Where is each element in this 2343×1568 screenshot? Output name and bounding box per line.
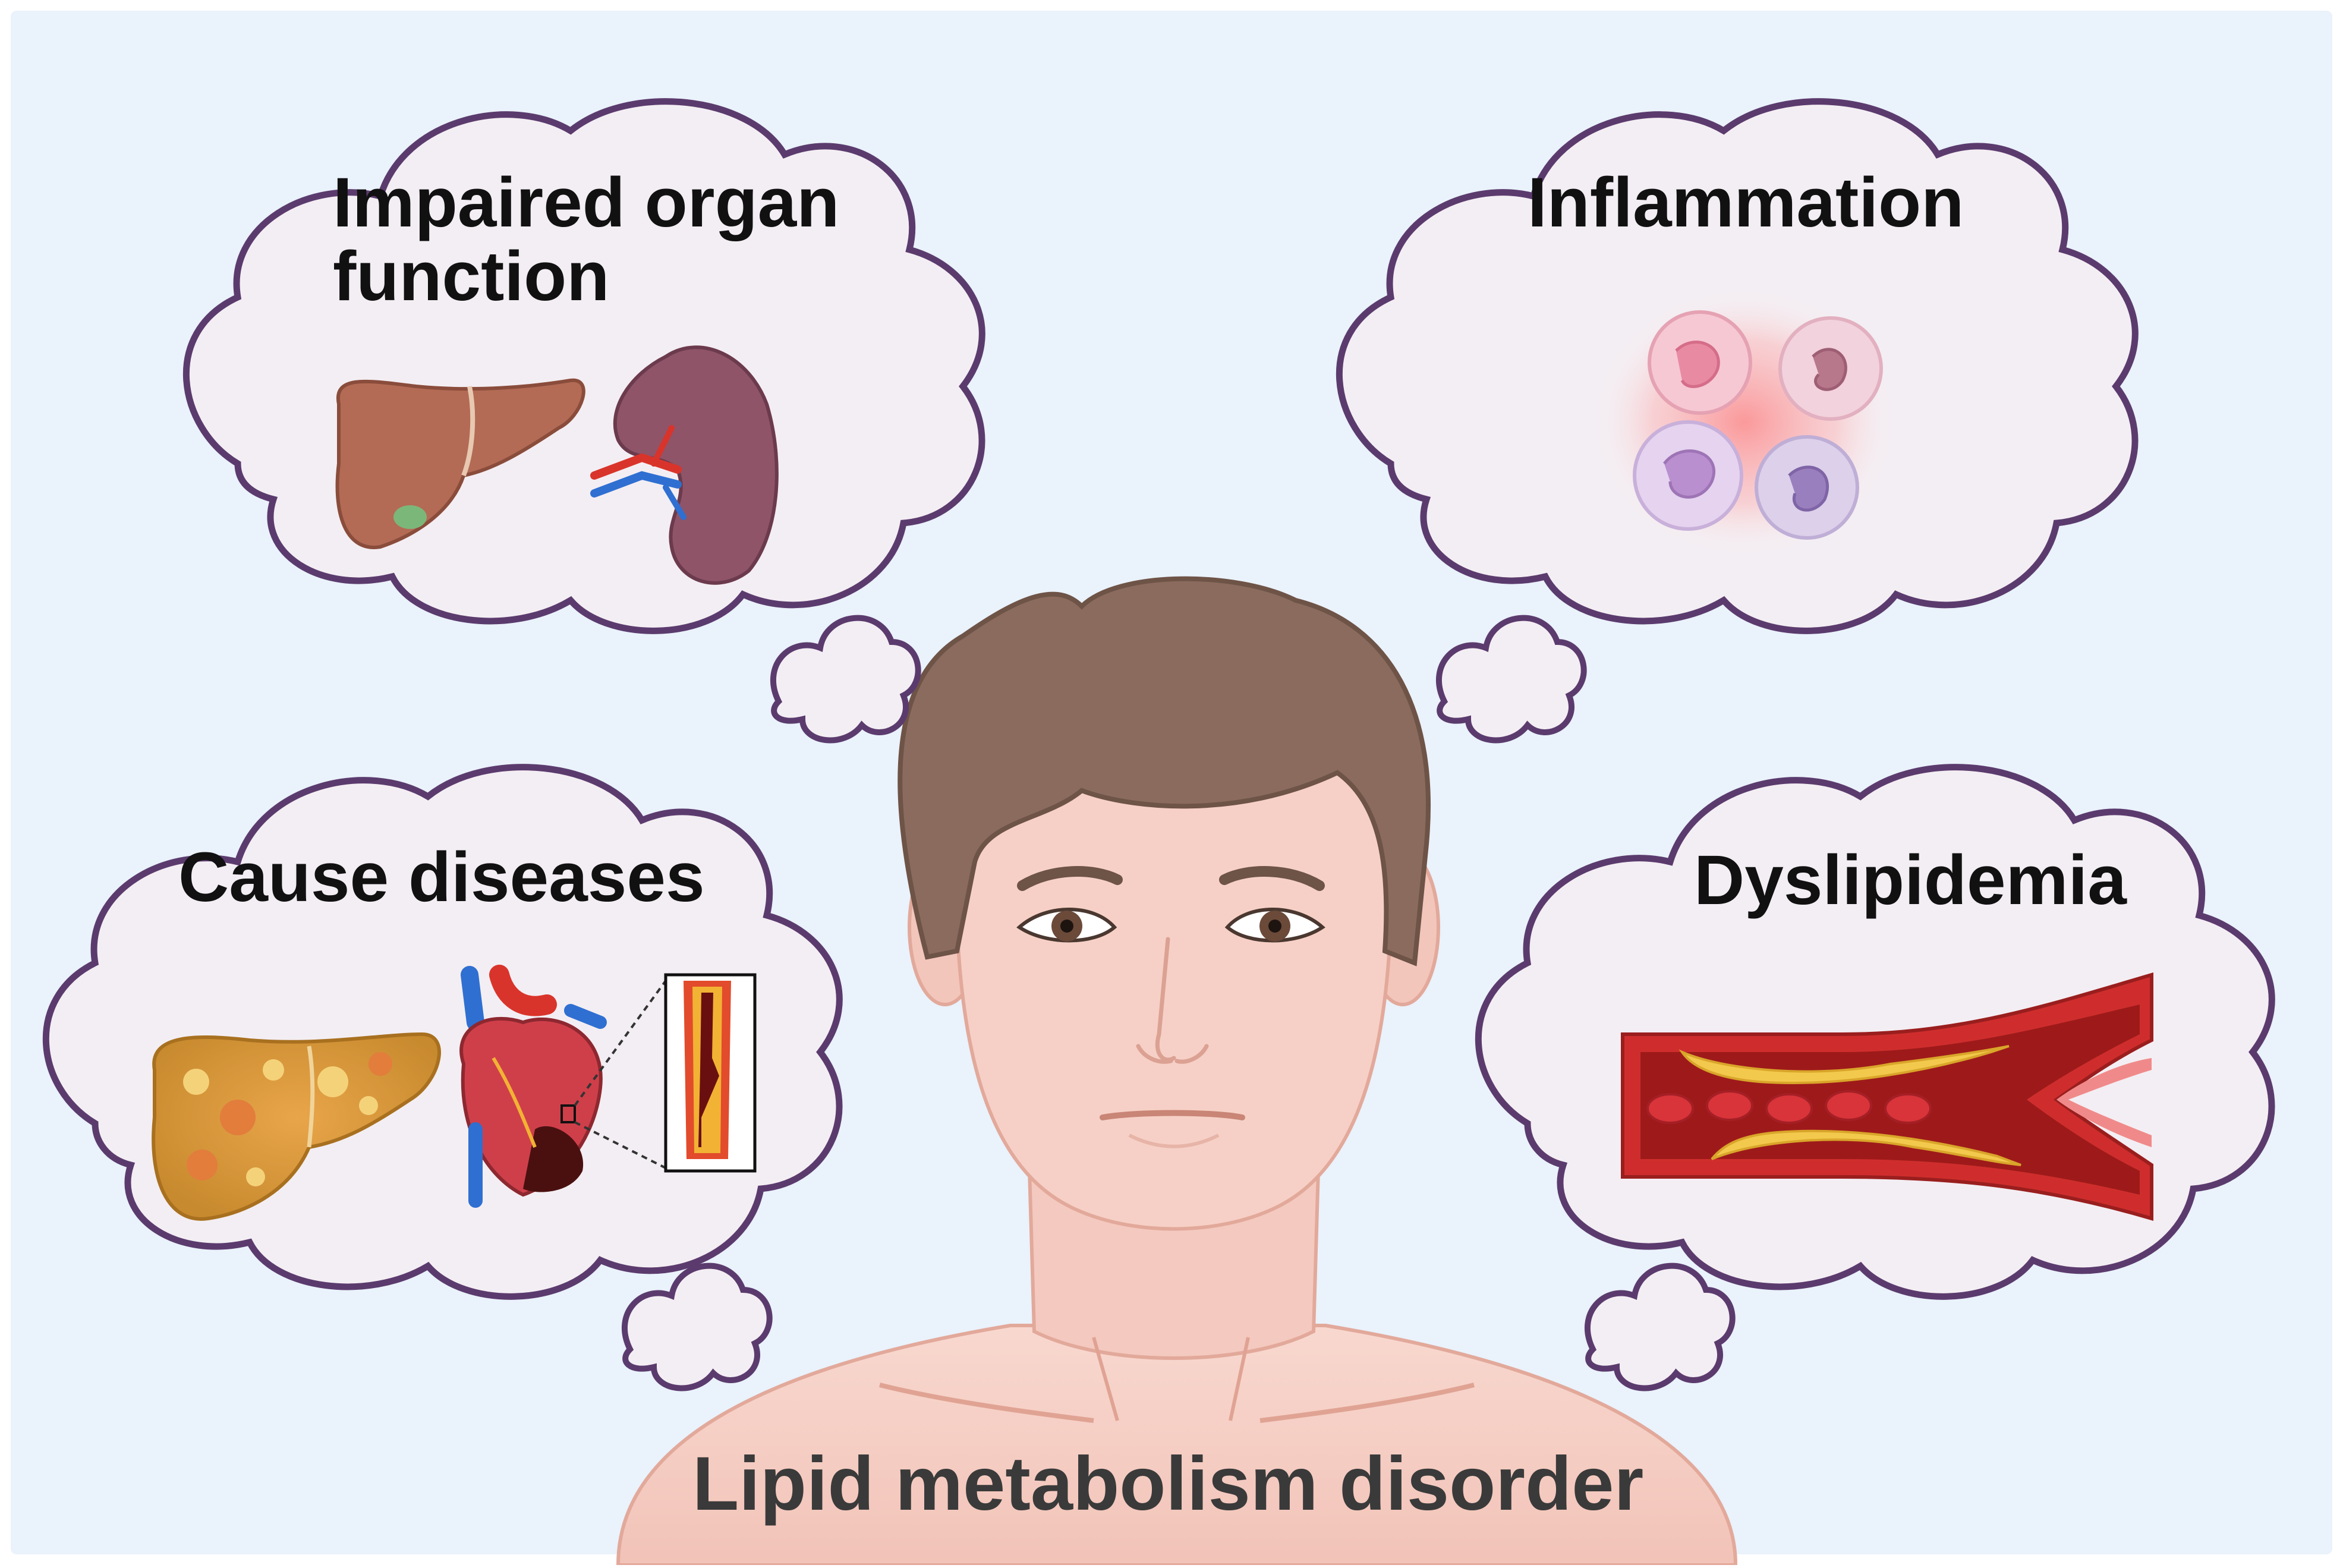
collarbone-right	[1259, 1383, 1475, 1423]
shoulders	[616, 1324, 1738, 1567]
thought-bubbles-small	[621, 615, 1736, 1391]
bubble-small-top-right	[1435, 615, 1587, 744]
main-title: Lipid metabolism disorder	[692, 1441, 1644, 1526]
white-blood-cell-icon	[1590, 285, 1899, 559]
mouth	[1100, 1110, 1245, 1120]
cloud-title-impaired-organ-function: Impaired organ function	[333, 166, 839, 314]
fatty-liver-icon	[152, 1032, 441, 1221]
neck-line-left	[1092, 1337, 1119, 1421]
bubble-small-bottom-left	[621, 1262, 773, 1391]
cloud-title-inflammation: Inflammation	[1528, 163, 1964, 242]
eye-left	[1016, 908, 1117, 943]
hair	[897, 576, 1431, 966]
eyebrow-left	[1017, 866, 1123, 891]
eyebrow-right	[1219, 866, 1325, 891]
liver-icon	[335, 378, 585, 549]
impaired-line1: Impaired organ	[333, 163, 840, 242]
bubble-small-bottom-right	[1584, 1262, 1736, 1391]
cloud-title-dyslipidemia: Dyslipidemia	[1694, 841, 2127, 920]
person-illustration	[616, 576, 1738, 1567]
neck-line-right	[1229, 1337, 1250, 1421]
lower-lip	[1128, 1134, 1220, 1148]
kidney-icon	[590, 345, 779, 585]
cloud-title-cause-diseases: Cause diseases	[178, 838, 705, 917]
collarbone-left	[879, 1383, 1094, 1423]
bubble-small-top-left	[770, 615, 921, 744]
nose	[1136, 937, 1209, 1064]
impaired-line2: function	[333, 237, 610, 316]
blocked-artery-icon	[574, 973, 757, 1173]
eye-right	[1224, 908, 1325, 943]
heart-icon	[459, 965, 607, 1208]
plaque-artery-icon	[1621, 972, 2153, 1221]
